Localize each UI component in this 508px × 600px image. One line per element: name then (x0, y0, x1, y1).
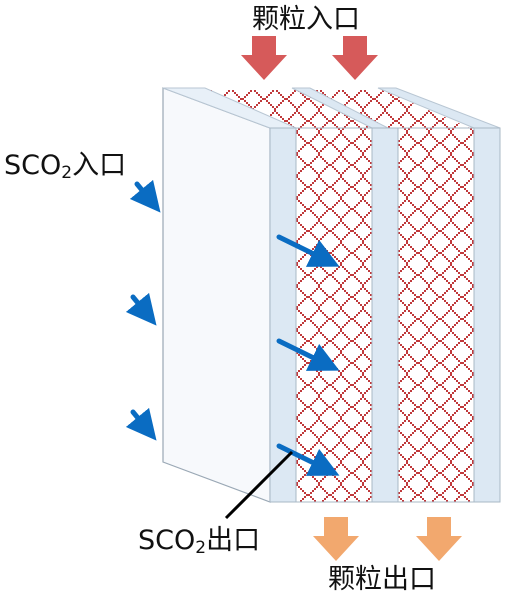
particle-outlet-label: 颗粒出口 (328, 564, 436, 595)
sco2-outlet-prefix: SCO (138, 525, 196, 556)
plate-edge (473, 127, 501, 503)
sco2-inlet-arrow (125, 407, 157, 441)
particle-inlet-label: 颗粒入口 (252, 4, 360, 35)
sco2-inlet-arrow (125, 292, 157, 326)
sco2-flow-arrow (276, 234, 340, 267)
front-plate (162, 87, 271, 503)
particle-channel (295, 127, 373, 503)
particle-outlet-arrow (416, 517, 462, 561)
sco2-outlet-label: SCO2出口 (138, 527, 260, 557)
particle-channel (397, 127, 475, 503)
sco2-outlet-suffix: 出口 (206, 525, 261, 556)
sco2-inlet-label: SCO2入口 (4, 152, 126, 182)
sco2-outlet-leader (224, 450, 294, 520)
sco2-flow-arrow (276, 338, 340, 371)
particle-inlet-arrow (332, 36, 378, 80)
particle-inlet-arrow (241, 36, 287, 80)
sco2-inlet-subscript: 2 (61, 163, 73, 183)
sco2-inlet-suffix: 入口 (72, 150, 127, 181)
plate-edge (371, 127, 399, 503)
top-particle-strip-front (205, 90, 372, 128)
sco2-outlet-subscript: 2 (195, 538, 207, 558)
top-particle-strip-back (312, 90, 470, 128)
sco2-inlet-arrow (129, 179, 161, 213)
sco2-inlet-prefix: SCO (4, 150, 62, 181)
particle-outlet-arrow (313, 517, 359, 561)
sco2-flow-arrow (276, 443, 340, 476)
plate-edge (269, 127, 297, 503)
